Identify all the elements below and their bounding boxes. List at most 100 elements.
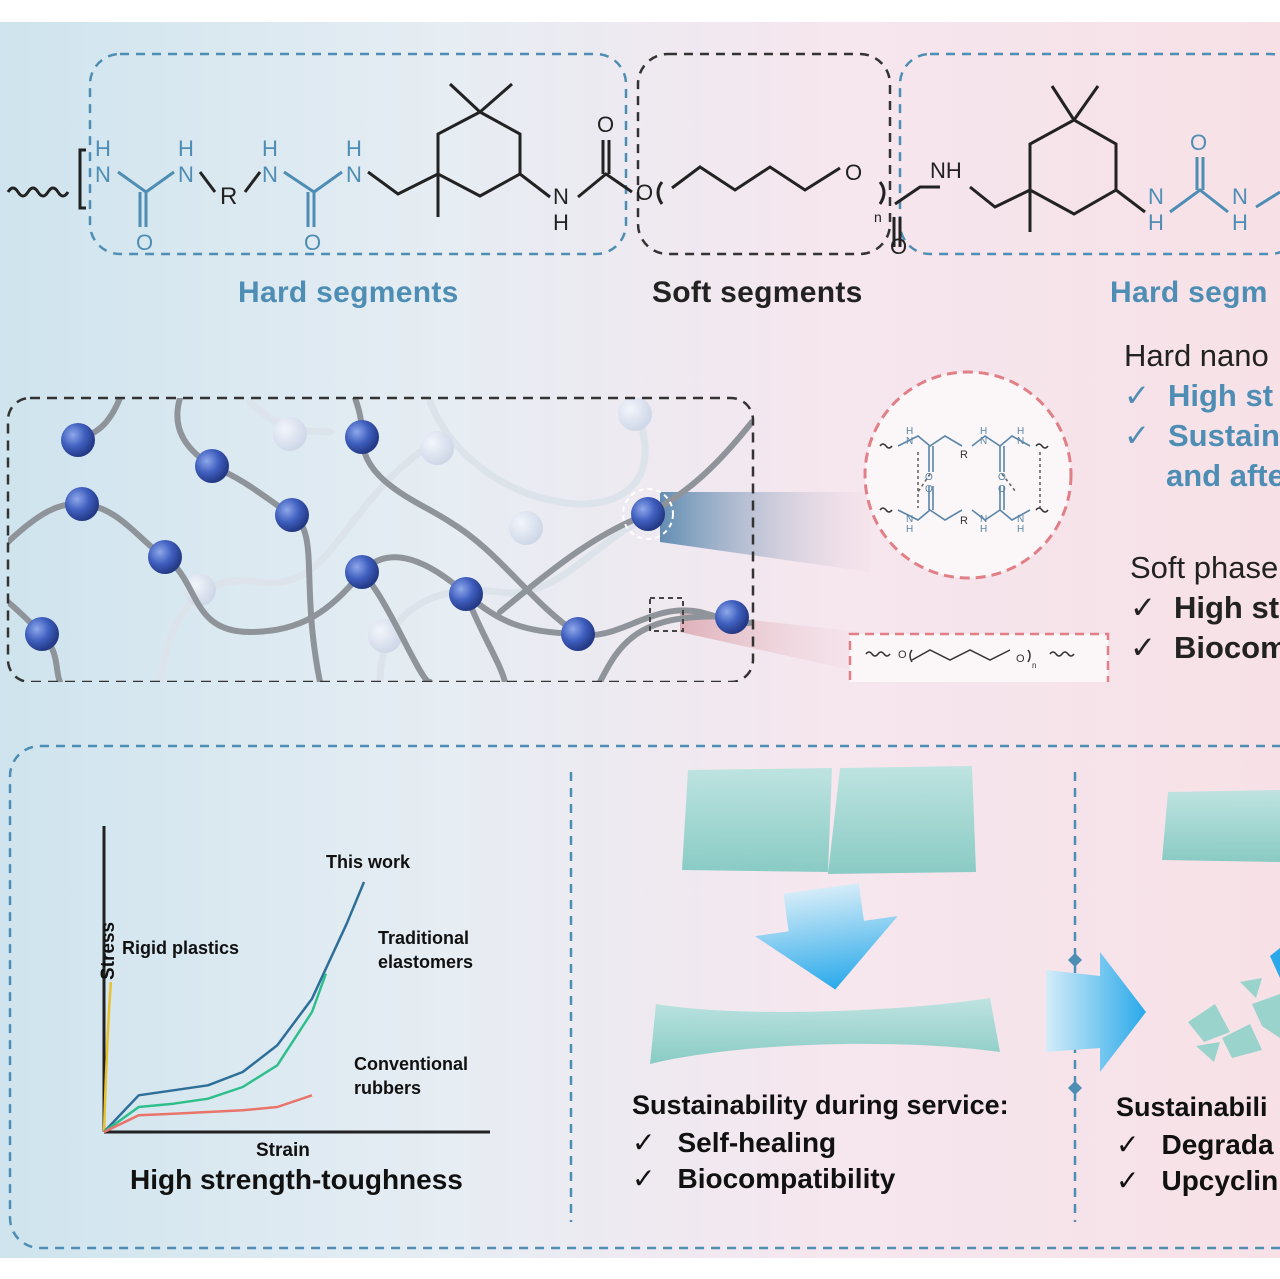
svg-text:n: n [1032, 661, 1036, 670]
soft-segment-box [636, 52, 892, 256]
svg-text:O: O [925, 472, 933, 483]
svg-text:H: H [980, 426, 987, 437]
lifecycle-arrow-icon [1046, 952, 1146, 1072]
hard-segment-bonds [117, 170, 343, 227]
chemical-structure: HN HN HN HN O O NH NH O R NH O O O n O N… [6, 52, 1280, 259]
svg-text:O: O [998, 484, 1006, 495]
svg-text:n: n [874, 209, 882, 225]
check-icon: ✓ [632, 1163, 656, 1194]
fragments [1188, 978, 1280, 1062]
soft-property-1: ✓High st [1130, 590, 1280, 625]
cut-sample [682, 766, 976, 874]
label-rigid-plastics: Rigid plastics [122, 938, 239, 958]
atom-labels: R NH O O O n O NH [220, 112, 962, 259]
svg-text:H: H [906, 426, 913, 437]
hard-domain-nodes [25, 420, 749, 651]
label-conventional-line1: Conventional [354, 1054, 468, 1074]
svg-text:N: N [906, 436, 913, 447]
end-of-life-item-2: ✓Upcyclin [1116, 1165, 1279, 1196]
svg-text:N: N [906, 514, 913, 525]
hard-property-2-cont: and afte [1166, 458, 1280, 493]
svg-text:O: O [1190, 130, 1207, 155]
linker-bonds [198, 82, 1146, 247]
label-this-work: This work [326, 852, 411, 872]
stretched-sample [650, 998, 1000, 1064]
bottom-panel: Stress Strain Rigid plastics This work T… [8, 744, 1280, 1250]
end-of-life-item-1: ✓Degrada [1116, 1129, 1274, 1160]
network-box [6, 396, 755, 682]
label-traditional-line2: elastomers [378, 952, 473, 972]
svg-text:N: N [980, 514, 987, 525]
y-axis-label: Stress [98, 922, 119, 980]
svg-text:R: R [960, 515, 968, 527]
heal-arrow-icon [755, 883, 898, 990]
chart-title: High strength-toughness [130, 1164, 463, 1195]
hard-segment-box-right [898, 52, 1280, 256]
recycled-sample [1162, 790, 1280, 862]
svg-text:N: N [980, 436, 987, 447]
svg-text:O: O [304, 230, 321, 255]
svg-text:O: O [898, 649, 907, 661]
check-icon: ✓ [1130, 590, 1156, 625]
label-traditional-elastomers: Traditional elastomers [378, 928, 474, 972]
series-line-2 [103, 973, 328, 1134]
faint-nodes [184, 398, 652, 653]
check-icon: ✓ [1124, 418, 1150, 453]
bottom-panel-box [8, 744, 1280, 1250]
svg-text:H: H [553, 210, 569, 235]
svg-text:O: O [636, 180, 653, 205]
stress-strain-chart: Stress Strain Rigid plastics This work T… [98, 826, 490, 1161]
svg-text:N: N [1148, 184, 1164, 209]
svg-text:H: H [1148, 210, 1164, 235]
svg-text:H: H [178, 136, 194, 161]
check-icon: ✓ [1116, 1165, 1140, 1196]
svg-text:H: H [262, 136, 278, 161]
zoom-beam-soft [680, 612, 860, 672]
series-line-3 [103, 1094, 313, 1134]
svg-text:N: N [1017, 436, 1024, 447]
svg-text:H: H [1232, 210, 1248, 235]
network-illustration: HN HN HN OO OO NH NH NH RR O [6, 370, 1110, 682]
x-axis-label: Strain [256, 1140, 310, 1161]
hard-property-1: ✓High st [1124, 378, 1274, 413]
svg-text:O: O [890, 234, 907, 259]
svg-text:O: O [1016, 653, 1025, 665]
check-icon: ✓ [1124, 378, 1150, 413]
svg-text:N: N [95, 162, 111, 187]
label-conventional-rubbers: Conventional rubbers [354, 1054, 473, 1098]
svg-text:O: O [998, 472, 1006, 483]
divider-diamond-bottom [1068, 1081, 1082, 1095]
svg-text:H: H [1017, 426, 1024, 437]
svg-text:O: O [925, 484, 933, 495]
svg-text:O: O [136, 230, 153, 255]
svg-text:N: N [553, 184, 569, 209]
soft-segment-zoom: O O n [848, 632, 1110, 682]
check-icon: ✓ [1116, 1129, 1140, 1160]
wavy-chain-end [6, 186, 70, 198]
hard-segment-box-left [88, 52, 628, 256]
svg-text:NH: NH [930, 158, 962, 183]
soft-segments-label: Soft segments [652, 276, 863, 309]
svg-text:H: H [95, 136, 111, 161]
divider-diamond-top [1068, 953, 1082, 967]
series-line-0 [102, 981, 113, 1133]
soft-phase-heading: Soft phase [1130, 550, 1279, 585]
service-heading: Sustainability during service: [632, 1090, 1009, 1120]
svg-text:R: R [960, 449, 968, 461]
svg-text:H: H [346, 136, 362, 161]
svg-text:H: H [980, 524, 987, 535]
hard-property-2: ✓Sustain [1124, 418, 1280, 453]
svg-text:N: N [346, 162, 362, 187]
svg-text:N: N [262, 162, 278, 187]
svg-text:N: N [1232, 184, 1248, 209]
svg-text:N: N [1017, 514, 1024, 525]
hard-atom-labels: HN HN HN HN O O NH NH O [95, 130, 1248, 255]
svg-text:R: R [220, 183, 237, 210]
left-bracket [78, 148, 86, 210]
zoom-beam-hard [660, 492, 870, 572]
service-item-2: ✓Biocompatibility [632, 1163, 896, 1194]
hard-nano-heading: Hard nano [1124, 338, 1269, 373]
svg-text:O: O [597, 112, 614, 137]
svg-text:N: N [178, 162, 194, 187]
